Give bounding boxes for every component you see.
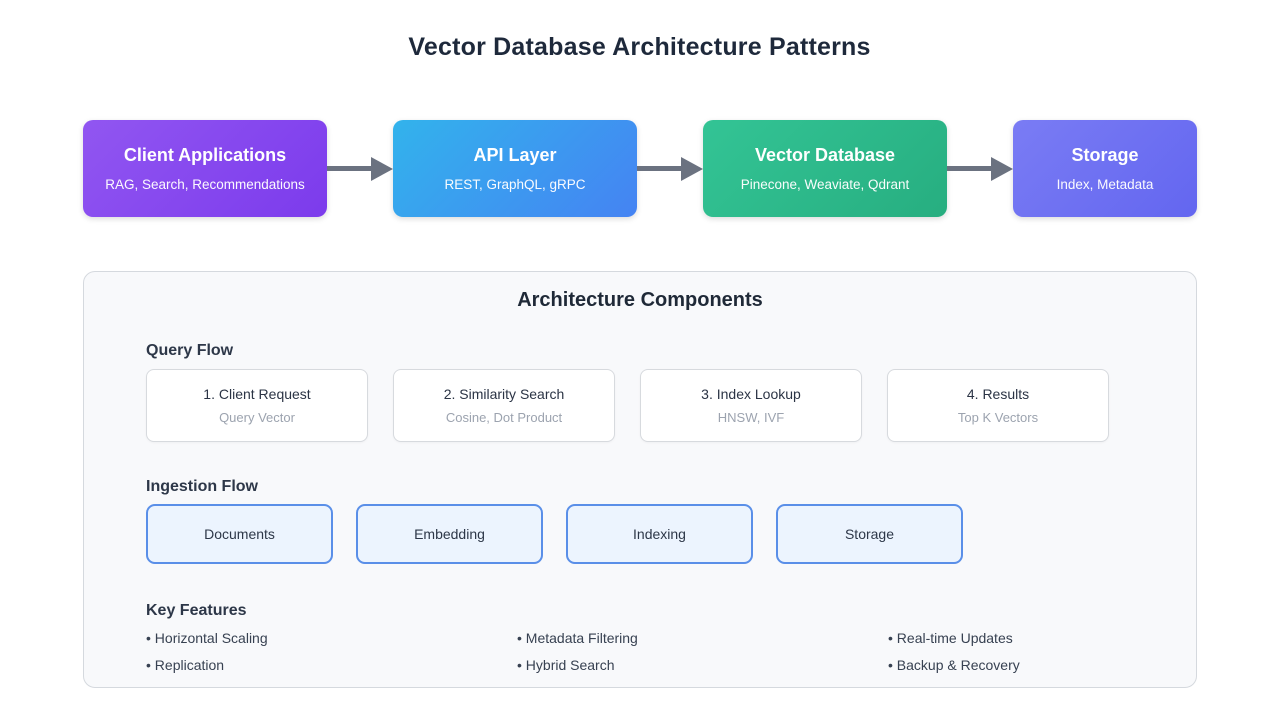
ingestion-flow-stages: Documents Embedding Indexing Storage xyxy=(146,504,963,564)
key-features-column: • Metadata Filtering • Hybrid Search xyxy=(517,630,888,673)
flow-node-subtitle: Pinecone, Weaviate, Qdrant xyxy=(740,177,910,192)
query-step-title: 1. Client Request xyxy=(203,386,311,402)
arrow-right-icon xyxy=(371,156,393,181)
flow-arrow xyxy=(327,120,393,217)
query-step-title: 4. Results xyxy=(966,386,1030,402)
arrow-right-icon xyxy=(991,156,1013,181)
flow-node-title: API Layer xyxy=(473,145,557,165)
query-step-subtitle: HNSW, IVF xyxy=(717,410,785,425)
flow-node-title: Vector Database xyxy=(754,145,896,165)
key-features-column: • Horizontal Scaling • Replication xyxy=(146,630,517,673)
flow-node-subtitle: RAG, Search, Recommendations xyxy=(105,177,305,192)
components-panel-title: Architecture Components xyxy=(517,289,763,311)
ingestion-stage-indexing: Indexing xyxy=(566,504,753,564)
flow-arrow xyxy=(637,120,703,217)
query-step-subtitle: Query Vector xyxy=(219,410,295,425)
query-step-title: 3. Index Lookup xyxy=(701,386,801,402)
flow-arrow xyxy=(947,120,1013,217)
components-panel: Architecture Components Query Flow 1. Cl… xyxy=(83,271,1197,688)
flow-node-subtitle: Index, Metadata xyxy=(1056,177,1154,192)
flow-node-subtitle: REST, GraphQL, gRPC xyxy=(444,177,586,192)
ingestion-stage-documents: Documents xyxy=(146,504,333,564)
key-features-column: • Real-time Updates • Backup & Recovery xyxy=(888,630,1259,673)
key-feature-item: • Hybrid Search xyxy=(517,657,615,673)
query-step-subtitle: Cosine, Dot Product xyxy=(445,410,563,425)
query-step-title: 2. Similarity Search xyxy=(443,386,565,402)
query-step-subtitle: Top K Vectors xyxy=(957,410,1039,425)
key-feature-item: • Real-time Updates xyxy=(888,630,1013,646)
ingestion-stage-storage: Storage xyxy=(776,504,963,564)
key-features-grid: • Horizontal Scaling • Replication • Metad… xyxy=(146,630,1259,673)
key-feature-item: • Replication xyxy=(146,657,225,673)
query-flow-heading: Query Flow xyxy=(146,342,234,359)
key-feature-item: • Metadata Filtering xyxy=(517,630,638,646)
key-features-heading: Key Features xyxy=(146,602,247,619)
arrow-line xyxy=(637,166,682,171)
ingestion-stage-embedding: Embedding xyxy=(356,504,543,564)
flow-node-title: Client Applications xyxy=(123,145,287,165)
arrow-line xyxy=(327,166,372,171)
ingestion-flow-heading: Ingestion Flow xyxy=(146,478,258,495)
arrow-right-icon xyxy=(681,156,703,181)
flow-node-title: Storage xyxy=(1071,145,1139,165)
page-title: Vector Database Architecture Patterns xyxy=(408,33,871,61)
key-feature-item: • Horizontal Scaling xyxy=(146,630,268,646)
arrow-line xyxy=(947,166,992,171)
key-feature-item: • Backup & Recovery xyxy=(888,657,1020,673)
